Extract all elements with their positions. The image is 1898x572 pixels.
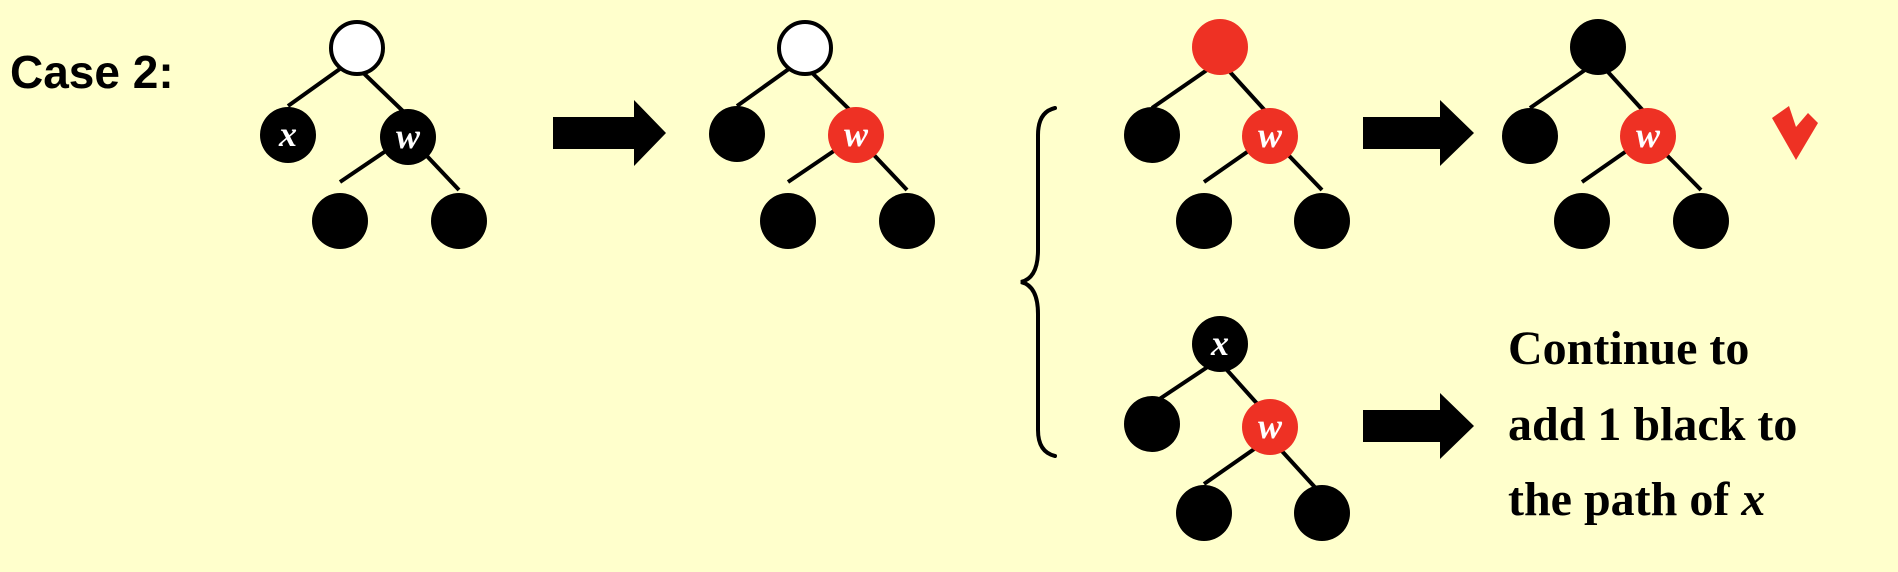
case-label: Case 2: bbox=[10, 46, 174, 98]
parent-node-unknown bbox=[329, 20, 385, 76]
caption-line-3-text: the path of bbox=[1508, 473, 1741, 526]
node-label-w: w bbox=[1636, 115, 1661, 155]
node-label-x: x bbox=[278, 114, 297, 154]
tree-red-parent: w bbox=[1124, 19, 1350, 249]
nephew-right-black bbox=[1673, 193, 1729, 249]
node-black bbox=[709, 106, 765, 162]
nephew-right-black bbox=[1294, 485, 1350, 541]
right-arrow-icon bbox=[1363, 393, 1474, 459]
tree-initial: x w bbox=[260, 20, 487, 249]
node-black bbox=[1124, 396, 1180, 452]
node-w-red bbox=[1242, 399, 1298, 455]
left-curly-brace-icon bbox=[1020, 106, 1057, 458]
node-w-red bbox=[1620, 108, 1676, 164]
parent-node-unknown bbox=[777, 20, 833, 76]
nephew-left-black bbox=[1176, 193, 1232, 249]
nephew-left-black bbox=[1176, 485, 1232, 541]
nephew-left-black bbox=[312, 193, 368, 249]
caption-line-2: add 1 black to bbox=[1508, 398, 1797, 451]
nephew-left-black bbox=[1554, 193, 1610, 249]
tree-red-parent-fixed: w bbox=[1502, 19, 1729, 249]
parent-node-red bbox=[1192, 19, 1248, 75]
checkmark-icon bbox=[1772, 106, 1818, 160]
node-w-black bbox=[380, 109, 436, 165]
node-w-red bbox=[1242, 108, 1298, 164]
node-label-w: w bbox=[844, 114, 869, 154]
nephew-left-black bbox=[760, 193, 816, 249]
node-x-black bbox=[260, 107, 316, 163]
nephew-right-black bbox=[1294, 193, 1350, 249]
parent-node-black bbox=[1570, 19, 1626, 75]
node-label-w: w bbox=[1258, 115, 1283, 155]
caption-line-3: the path of x bbox=[1508, 473, 1765, 526]
node-label-w: w bbox=[1258, 406, 1283, 446]
node-label-x: x bbox=[1210, 323, 1229, 363]
node-label-w: w bbox=[396, 116, 421, 156]
caption-line-1: Continue to bbox=[1508, 322, 1749, 375]
nephew-right-black bbox=[879, 193, 935, 249]
node-black bbox=[1124, 107, 1180, 163]
tree-recolored: w bbox=[709, 20, 935, 249]
caption-variable-x: x bbox=[1740, 473, 1765, 526]
right-arrow-icon bbox=[1363, 100, 1474, 166]
parent-node-black bbox=[1192, 316, 1248, 372]
nephew-right-black bbox=[431, 193, 487, 249]
continue-caption: Continue to add 1 black to the path of x bbox=[1508, 322, 1797, 526]
tree-black-parent: x w bbox=[1124, 316, 1350, 541]
right-arrow-icon bbox=[553, 100, 666, 166]
node-w-red bbox=[828, 107, 884, 163]
node-black bbox=[1502, 108, 1558, 164]
